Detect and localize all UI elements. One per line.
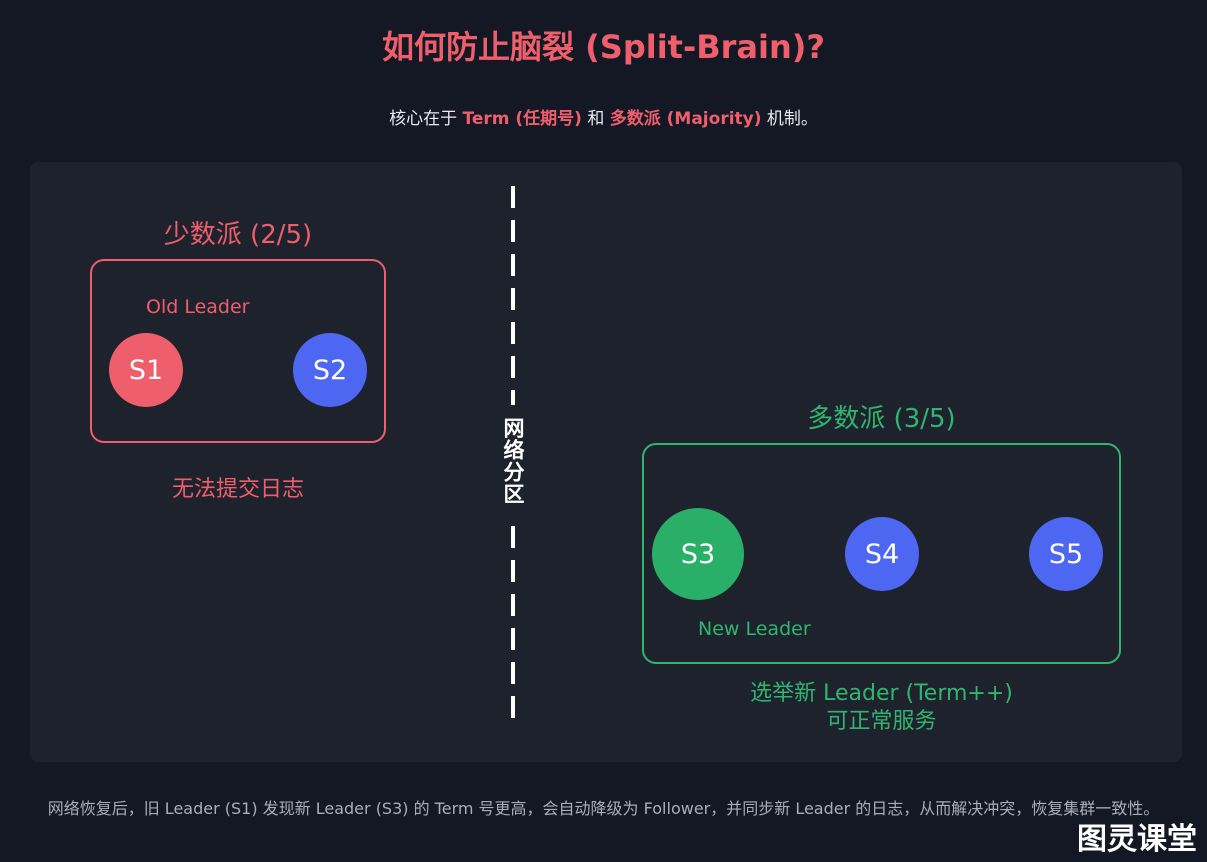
- minority-group-box: [90, 259, 386, 443]
- majority-group-box: [642, 443, 1121, 664]
- network-partition-label-box: 网络分区: [498, 405, 528, 517]
- subtitle-connector: 和: [581, 109, 610, 129]
- node-s5: S5: [1029, 517, 1103, 591]
- majority-group-label: 多数派 (3/5): [807, 404, 956, 434]
- subtitle-suffix: 机制。: [761, 109, 818, 129]
- footer-explanation: 网络恢复后，旧 Leader (S1) 发现新 Leader (S3) 的 Te…: [47, 799, 1160, 818]
- subtitle: 核心在于 Term (任期号) 和 多数派 (Majority) 机制。: [0, 104, 1207, 129]
- subtitle-majority-highlight: 多数派 (Majority): [609, 109, 762, 129]
- majority-note-line-1: 选举新 Leader (Term++): [750, 681, 1013, 706]
- page-title: 如何防止脑裂 (Split-Brain)?: [382, 28, 825, 66]
- new-leader-label: New Leader: [698, 618, 811, 640]
- majority-note-line-2: 可正常服务: [826, 709, 937, 734]
- subtitle-prefix: 核心在于: [389, 109, 463, 129]
- node-s4: S4: [845, 517, 919, 591]
- node-s1: S1: [109, 333, 183, 407]
- subtitle-term-highlight: Term (任期号): [462, 109, 582, 129]
- majority-note: 选举新 Leader (Term++) 可正常服务: [642, 680, 1121, 736]
- minority-group-label: 少数派 (2/5): [163, 220, 313, 250]
- old-leader-label: Old Leader: [146, 296, 250, 318]
- watermark-logo: 图灵课堂: [1077, 822, 1197, 857]
- minority-note: 无法提交日志: [171, 477, 304, 502]
- node-s2: S2: [293, 333, 367, 407]
- network-partition-label: 网络分区: [501, 417, 525, 505]
- node-s3: S3: [652, 508, 744, 600]
